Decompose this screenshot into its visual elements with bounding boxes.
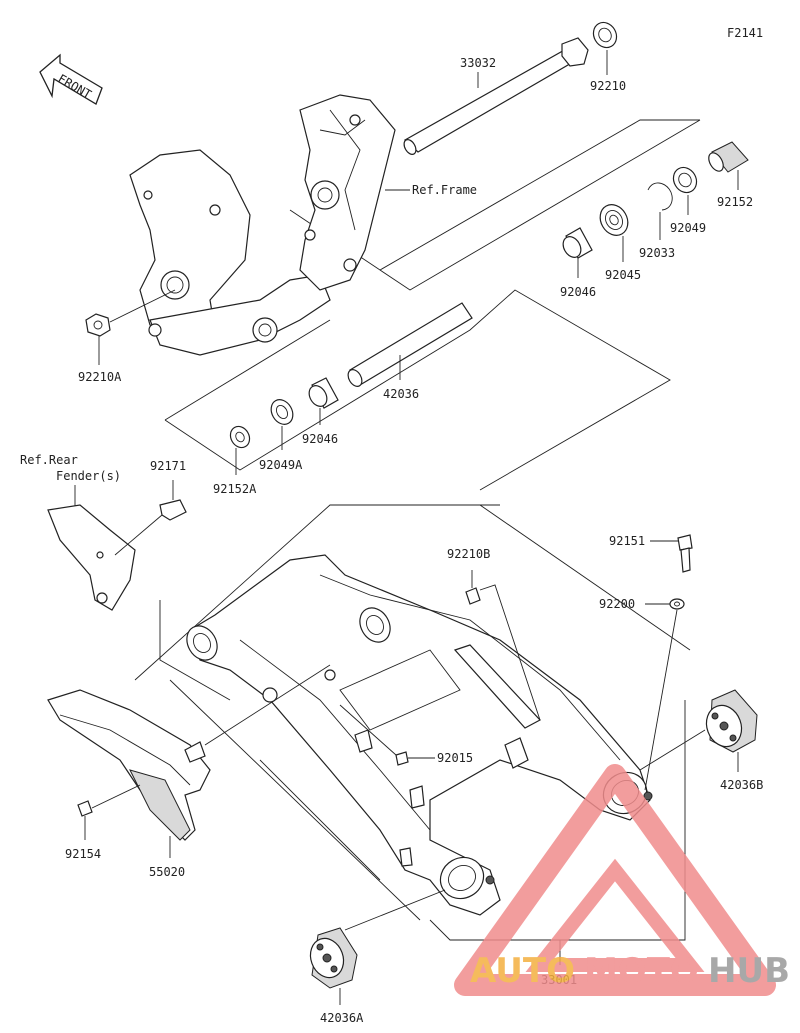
collar-92152A	[229, 425, 251, 449]
label-92045: 92045	[605, 268, 641, 282]
clip-92171	[159, 499, 187, 521]
needle-bearing-92046-bottom	[308, 377, 339, 409]
label-92154: 92154	[65, 847, 101, 861]
label-92049A: 92049A	[259, 458, 303, 472]
circlip-92033	[647, 182, 673, 211]
label-92210A: 92210A	[78, 370, 122, 384]
bushing-42036A	[309, 927, 358, 989]
figure-code: F2141	[727, 26, 763, 40]
watermark-logo: AUTO MOTO HUB	[454, 764, 790, 996]
bushing-42036B	[705, 689, 758, 753]
washer-92200	[669, 598, 685, 610]
needle-bearing-92046-top	[562, 227, 593, 259]
front-arrow: FRONT	[39, 53, 103, 105]
watermark-moto: MOTO	[584, 951, 699, 991]
seal-92049	[672, 166, 698, 194]
frame-right	[299, 94, 396, 291]
label-42036: 42036	[383, 387, 419, 401]
nut-92210A	[85, 313, 111, 337]
label-92015: 92015	[437, 751, 473, 765]
sleeve-42036	[347, 302, 473, 387]
label-33032: 33032	[460, 56, 496, 70]
bolt-92151	[677, 534, 693, 573]
nut-92210B	[465, 587, 481, 605]
label-92171: 92171	[150, 459, 186, 473]
ref-frame-label: Ref.Frame	[412, 183, 477, 197]
label-42036B: 42036B	[720, 778, 763, 792]
frame-left	[129, 149, 331, 356]
nipple-92015	[395, 751, 409, 766]
label-92151: 92151	[609, 534, 645, 548]
watermark-hub: HUB	[708, 951, 790, 991]
ref-rear-fender-line2: Fender(s)	[56, 469, 121, 483]
label-92049: 92049	[670, 221, 706, 235]
label-92033: 92033	[639, 246, 675, 260]
nut-92210	[592, 21, 618, 49]
label-92210: 92210	[590, 79, 626, 93]
label-92046-top: 92046	[560, 285, 596, 299]
label-92152A: 92152A	[213, 482, 257, 496]
watermark-auto: AUTO	[470, 951, 575, 991]
label-92200: 92200	[599, 597, 635, 611]
label-55020: 55020	[149, 865, 185, 879]
chain-guard-55020	[47, 689, 211, 841]
ref-rear-fender-line1: Ref.Rear	[20, 453, 78, 467]
rear-fender-fragment	[47, 504, 136, 611]
label-92210B: 92210B	[447, 547, 490, 561]
pivot-shaft-33032	[403, 37, 589, 155]
label-92046-bottom: 92046	[302, 432, 338, 446]
label-92152: 92152	[717, 195, 753, 209]
collar-92152	[708, 141, 749, 173]
bearing-92045	[599, 204, 629, 236]
label-42036A: 42036A	[320, 1011, 364, 1025]
seal-92049A	[270, 399, 294, 425]
bolt-92154	[77, 800, 93, 817]
swingarm-33001	[186, 554, 653, 916]
